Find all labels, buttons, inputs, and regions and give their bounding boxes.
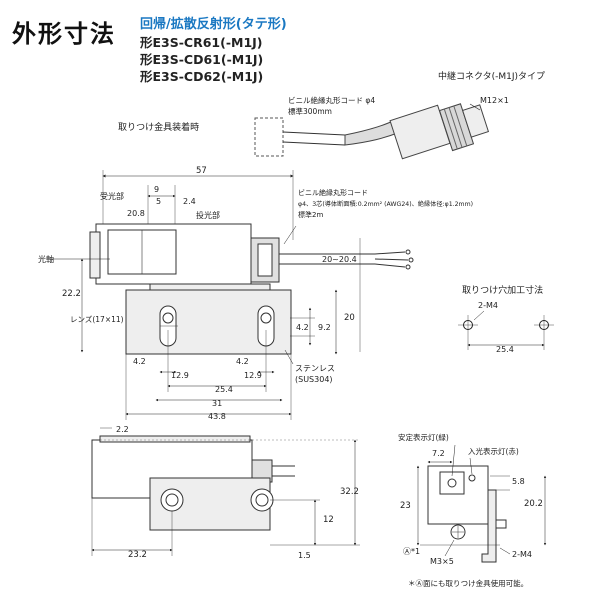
dim-22-2: 22.2 xyxy=(62,289,81,299)
dim-12: 12 xyxy=(323,515,334,525)
receiver-label: 受光部 xyxy=(100,191,124,201)
hole-pitch: 25.4 xyxy=(496,345,514,354)
dim-23-2: 23.2 xyxy=(128,550,147,560)
dim-4-2-right: 4.2 xyxy=(296,323,309,332)
page-title: 外形寸法 xyxy=(12,20,116,48)
dim-1-5: 1.5 xyxy=(298,551,311,560)
footnote: ＊Ⓐ面にも取りつけ金具使用可能。 xyxy=(408,578,528,588)
dim-20-height: 20 xyxy=(344,313,355,323)
hole-view: 取りつけ穴加工寸法 2-M4 25.4 xyxy=(458,284,554,354)
connector-nut xyxy=(438,103,490,152)
dim-4-2-left-b: 4.2 xyxy=(236,357,249,366)
dim-20-20-4: 20~20.4 xyxy=(322,255,357,264)
connector-thread-label: M12×1 xyxy=(480,96,509,105)
hole-caption: 取りつけ穴加工寸法 xyxy=(462,284,543,296)
connector-cable-label: ビニル絶縁丸形コード φ4 xyxy=(288,95,375,105)
dim-4-2-left: 4.2 xyxy=(133,357,146,366)
side-view: 安定表示灯(緑) 入光表示灯(赤) 7.2 5.8 23 20.2 Ⓐ*1 M3… xyxy=(398,432,547,588)
dim-5-8: 5.8 xyxy=(512,477,525,486)
emitter-label: 投光部 xyxy=(196,210,220,220)
model-name-1: 形E3S-CR61(-M1J) xyxy=(140,35,263,50)
dim-12-9-right: 12.9 xyxy=(244,371,262,380)
connector-cable-length: 標準300mm xyxy=(288,106,332,116)
dim-2-4: 2.4 xyxy=(183,197,196,206)
dim-9: 9 xyxy=(154,185,159,194)
input-indicator xyxy=(468,474,476,482)
dim-57: 57 xyxy=(196,166,207,176)
cable-label: ビニル絶縁丸形コード xyxy=(298,188,368,197)
connector-caption: 中継コネクタ(-M1J)タイプ xyxy=(438,70,545,82)
dim-12-9-left: 12.9 xyxy=(171,371,189,380)
model-name-3: 形E3S-CD62(-M1J) xyxy=(140,69,264,84)
dim-7-2: 7.2 xyxy=(432,449,445,458)
dim-5: 5 xyxy=(156,197,161,206)
model-name-2: 形E3S-CD61(-M1J) xyxy=(140,52,264,67)
bottom-view: 2.2 32.2 12 1.5 23.2 xyxy=(91,425,360,560)
dim-20-8: 20.8 xyxy=(127,209,145,218)
cable-length: 標準2m xyxy=(298,210,323,219)
connector-sensor-outline xyxy=(254,117,284,157)
dim-32-2: 32.2 xyxy=(340,487,359,497)
dim-31: 31 xyxy=(212,399,222,408)
product-type-heading: 回帰/拡散反射形(タテ形) xyxy=(140,17,287,32)
side-hole-label: 2-M4 xyxy=(512,550,532,559)
mount-fitting-label: 取りつけ金具装着時 xyxy=(118,121,199,133)
optical-axis-label: 光軸 xyxy=(38,254,54,264)
stability-indicator-label: 安定表示灯(緑) xyxy=(398,432,449,442)
input-indicator-label: 入光表示灯(赤) xyxy=(468,446,519,456)
connector-view: 中継コネクタ(-M1J)タイプ 取りつけ金具装着時 ビニル絶縁丸形コード φ4 … xyxy=(118,70,545,160)
dim-43-8: 43.8 xyxy=(208,412,226,421)
lens-label: レンズ(17×11) xyxy=(70,314,124,324)
stainless-spec: (SUS304) xyxy=(295,375,333,384)
dim-9-2: 9.2 xyxy=(318,323,331,332)
side-bracket xyxy=(481,489,497,563)
dim-25-4: 25.4 xyxy=(215,385,233,394)
cable-spec: φ4、3芯(導体断面積:0.2mm² (AWG24)、絶縁体径:φ1.2mm) xyxy=(298,200,473,208)
screw-label: M3×5 xyxy=(430,557,454,566)
hole-label: 2-M4 xyxy=(478,301,498,310)
dim-2-2: 2.2 xyxy=(116,425,129,434)
front-view: 57 9 5 2.4 20.8 受光部 投光部 光軸 ビニル絶縁丸形コード φ4… xyxy=(38,166,473,421)
stainless-label: ステンレス xyxy=(295,364,335,373)
stability-indicator xyxy=(447,478,457,488)
dim-23: 23 xyxy=(400,501,411,511)
dim-20-2: 20.2 xyxy=(524,499,543,509)
mark-label: Ⓐ*1 xyxy=(403,547,420,556)
